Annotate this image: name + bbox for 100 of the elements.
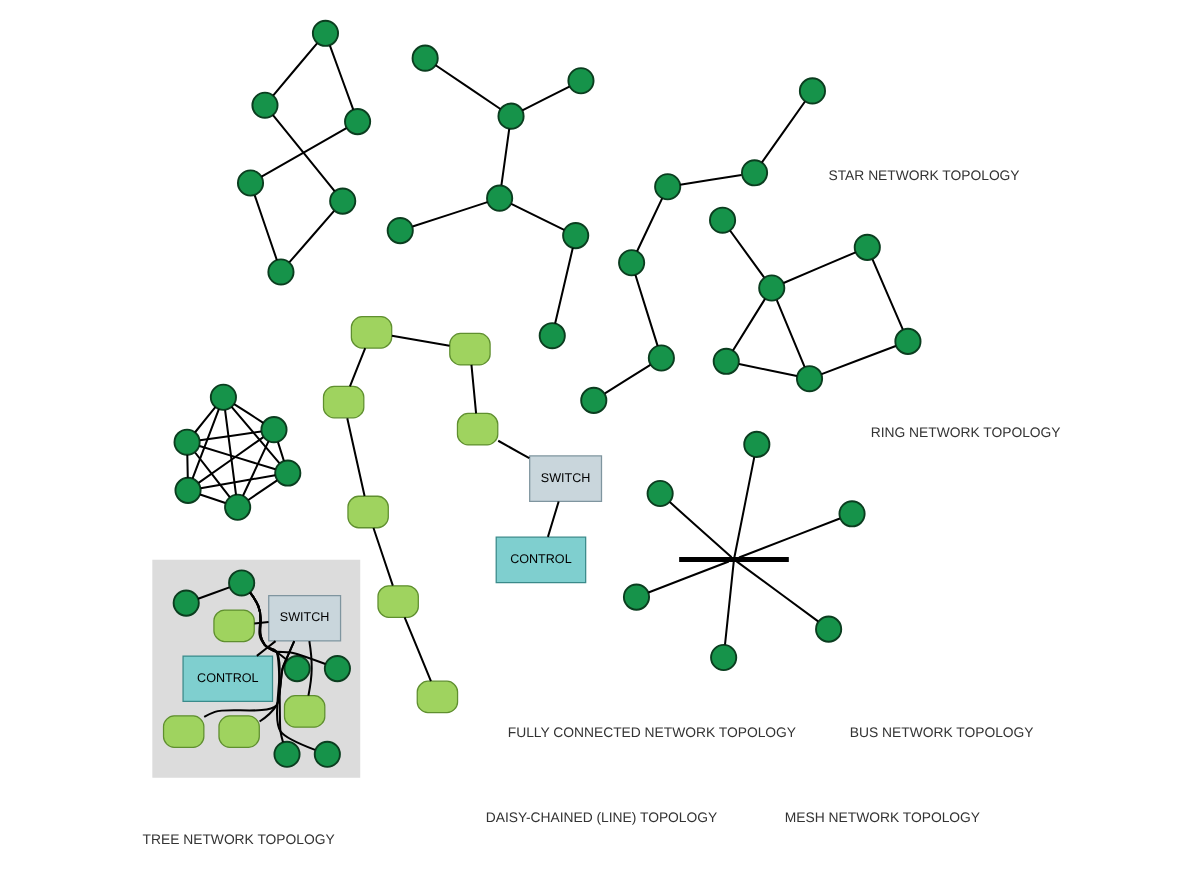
node-circle [273, 459, 301, 487]
node-circle [235, 169, 264, 197]
connector [252, 195, 277, 261]
connector [668, 501, 732, 558]
node-circle [742, 430, 770, 458]
connector [248, 592, 325, 665]
connector [496, 439, 529, 460]
node-box [321, 385, 364, 419]
node-circle [259, 416, 287, 444]
node-circle [208, 383, 236, 411]
connector [469, 364, 477, 414]
connector [287, 210, 334, 263]
node-circle [617, 249, 645, 277]
node-circle [328, 187, 356, 215]
connector [348, 347, 366, 387]
node-circle [645, 479, 673, 508]
connector [253, 621, 268, 625]
node-circle [496, 102, 524, 130]
connector [723, 561, 734, 645]
connector [229, 406, 280, 464]
node-box [282, 695, 325, 728]
connector [774, 299, 805, 368]
node-box [376, 585, 418, 618]
connector [737, 363, 797, 378]
connector [255, 640, 276, 657]
node-circle [797, 77, 825, 105]
connector [728, 229, 764, 278]
node-circle [579, 386, 607, 414]
connector [782, 251, 855, 284]
node-circle [172, 428, 200, 456]
connector [198, 493, 225, 505]
node-box [212, 609, 254, 643]
node-box [349, 315, 392, 349]
node-box [161, 715, 204, 748]
connector [371, 527, 393, 586]
node-circle [537, 322, 565, 350]
connector [199, 474, 275, 490]
connector [185, 454, 188, 478]
connector [499, 128, 510, 186]
connector [411, 201, 487, 228]
node-circle [485, 184, 513, 212]
node-circle [566, 67, 594, 95]
connector [190, 408, 219, 479]
connector [434, 64, 500, 110]
node-circle [893, 327, 921, 355]
connector [603, 364, 650, 395]
connector [246, 479, 277, 501]
node-circle [561, 222, 589, 250]
node-circle [711, 347, 739, 375]
connector [402, 616, 431, 682]
connector [390, 334, 449, 347]
node-circle [227, 569, 255, 597]
node-circle [282, 655, 310, 683]
connector [760, 100, 805, 163]
connector [260, 127, 346, 178]
cluster [151, 559, 360, 778]
connector [820, 345, 896, 376]
node-circle [837, 500, 865, 528]
node-circle [852, 233, 880, 261]
node-circle [385, 217, 413, 245]
connector [731, 298, 765, 352]
connector [193, 451, 230, 498]
connector [647, 560, 729, 594]
node-circle [621, 583, 650, 611]
connector [223, 409, 236, 495]
node-box [415, 680, 458, 714]
connector [258, 640, 295, 723]
node-box [455, 412, 498, 446]
connector [197, 436, 263, 484]
connector [545, 501, 559, 538]
node-box [217, 715, 259, 748]
connector [509, 202, 564, 231]
connector [345, 418, 365, 497]
connector [870, 259, 903, 330]
node-circle [646, 344, 674, 372]
connector [635, 197, 663, 252]
node-circle [794, 365, 823, 393]
node-circle [310, 19, 338, 47]
node-circle [343, 108, 371, 136]
connector [271, 114, 335, 192]
connector [196, 586, 229, 600]
node-circle [757, 274, 785, 302]
connector [271, 42, 317, 96]
node-circle [250, 91, 278, 119]
node-circle [709, 644, 737, 672]
connector [732, 456, 755, 558]
node-circle [322, 655, 350, 683]
node-circle [171, 589, 199, 617]
connector [678, 173, 741, 186]
connector [193, 406, 216, 433]
connector [276, 441, 284, 462]
connector [633, 274, 658, 347]
node-circle [653, 173, 681, 201]
connector [232, 403, 263, 424]
node-bar [678, 556, 788, 562]
node-circle [266, 258, 294, 286]
connector [735, 560, 818, 623]
connector [241, 440, 269, 497]
connector [520, 85, 569, 112]
connector [737, 517, 840, 559]
